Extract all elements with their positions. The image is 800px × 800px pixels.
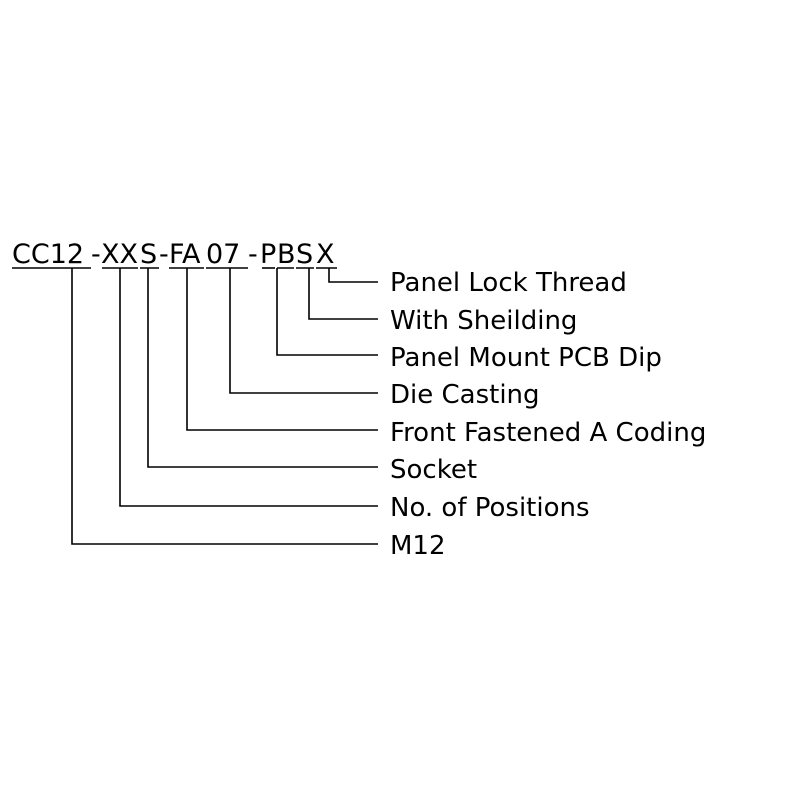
- label-panel-lock-thread: Panel Lock Thread: [390, 268, 627, 298]
- labels: Panel Lock Thread With Sheilding Panel M…: [390, 268, 706, 561]
- code-dash-1: -: [91, 239, 101, 270]
- label-m12: M12: [390, 531, 446, 561]
- code-segment-s: S: [140, 239, 157, 270]
- leader-front-fastened-a-coding: [186, 268, 378, 431]
- code-segment-fa: FA: [169, 239, 201, 270]
- label-with-sheilding: With Sheilding: [390, 306, 577, 336]
- code-segment-x: X: [316, 239, 335, 270]
- leader-lines: [71, 268, 378, 545]
- code-segment-cc12: CC12: [12, 239, 84, 270]
- code-segment-b: B: [277, 239, 296, 270]
- label-socket: Socket: [390, 455, 477, 485]
- code-dash-3: -: [248, 239, 258, 270]
- label-no-of-positions: No. of Positions: [390, 493, 590, 523]
- label-front-fastened-a-coding: Front Fastened A Coding: [390, 418, 706, 448]
- part-number-code: CC12 - XX S - FA 07 - P B S X: [12, 239, 335, 270]
- code-segment-p: P: [260, 239, 276, 270]
- code-segment-xx: XX: [101, 239, 138, 270]
- code-dash-2: -: [159, 239, 169, 270]
- code-segment-07: 07: [206, 239, 240, 270]
- leader-with-sheilding: [308, 268, 378, 320]
- leader-panel-mount-pcb-dip: [276, 268, 378, 356]
- label-panel-mount-pcb-dip: Panel Mount PCB Dip: [390, 343, 662, 373]
- leader-panel-lock-thread: [328, 268, 378, 283]
- leader-die-casting: [229, 268, 378, 394]
- leader-m12: [71, 268, 378, 545]
- label-die-casting: Die Casting: [390, 380, 540, 410]
- leader-socket: [147, 268, 378, 468]
- code-segment-s2: S: [296, 239, 313, 270]
- leader-no-of-positions: [119, 268, 378, 507]
